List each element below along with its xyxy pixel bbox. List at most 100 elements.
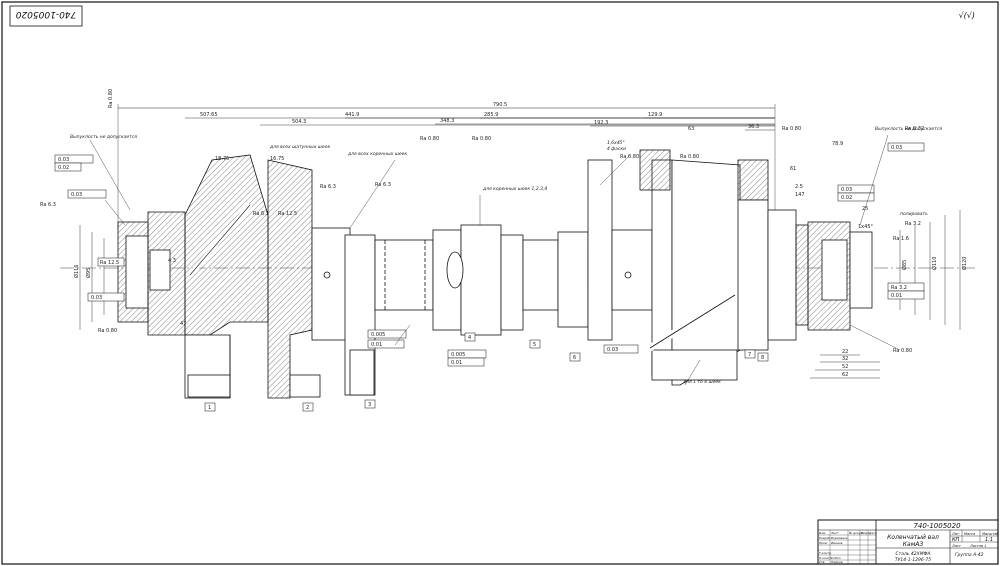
note-no-bulge-right: Выпуклость не допускается <box>875 126 942 132</box>
callout-7: 7 <box>748 352 751 358</box>
tb-mass-label: Масса <box>964 532 975 536</box>
ra-10: Ra 1.6 <box>893 236 909 242</box>
title-block <box>817 519 999 565</box>
callout-3: 3 <box>368 402 371 408</box>
note-main-journals: для всех коренных шеек <box>347 152 407 157</box>
note-four-holes: 4 фаски <box>607 146 626 152</box>
dim-overall: 790.5 <box>493 102 507 108</box>
note-main-journals-124: для коренных шеек 1,2,3,4 <box>482 186 547 192</box>
callout-6: 6 <box>573 355 576 361</box>
counterweight-1 <box>184 154 269 399</box>
dim-d9: 63 <box>688 126 694 132</box>
tb-letter-label: Лит. <box>951 532 960 536</box>
tol-11: 0.03 <box>891 145 902 151</box>
tol-8: 0.005 <box>451 352 465 358</box>
tb-row-3-role: Т.контр. <box>819 551 832 555</box>
ra-1: Ra 6.3 <box>40 202 56 208</box>
tb-sheets-label: Листов 1 <box>969 544 986 548</box>
tol-12: 0.03 <box>841 187 852 193</box>
tb-row-4-role: Н.контр. <box>819 556 832 560</box>
tb-material-2: ТУ14-1-1296-75 <box>895 557 931 563</box>
crank-web-2 <box>374 224 502 336</box>
tol-9: 0.01 <box>451 360 462 366</box>
dim-d20: 22 <box>842 349 848 355</box>
left-flange <box>117 211 186 336</box>
dim-d7: 36.3 <box>748 124 759 130</box>
tol-6: 0.005 <box>371 332 385 338</box>
crank-arm-1 <box>188 159 321 399</box>
dim-d4: 285.9 <box>484 112 498 118</box>
right-flange <box>737 199 873 351</box>
right-dimension-lines <box>810 210 961 379</box>
crank-web-3 <box>587 159 673 376</box>
note-no-bulge-left: Выпуклость не допускается <box>70 134 137 140</box>
tb-row-0-col4: Подп. <box>861 531 870 535</box>
dim-d22: 1x45° <box>858 224 874 230</box>
ra-15: Ra 6.3 <box>375 182 391 188</box>
dim-d1: 507.65 <box>200 112 218 118</box>
crank-arm-4 <box>639 149 769 386</box>
tb-row-2-name: Иванов <box>831 541 843 545</box>
tol-7: 0.01 <box>371 342 382 348</box>
dim-d29: 4.3 <box>168 258 176 264</box>
ra-16: Ra 0.80 <box>893 348 912 354</box>
dim-d16: Ø120 <box>961 257 968 270</box>
dim-d27: 2.5 <box>795 184 803 190</box>
callout-4: 4 <box>468 335 471 341</box>
dim-d3: 348.3 <box>440 118 454 124</box>
tb-row-0-role: Изм. <box>819 531 826 535</box>
dim-d15: Ø110 <box>931 257 938 270</box>
ra-7: Ra 0.80 <box>680 154 699 160</box>
note-crank-pins: для всех шатунных шеек <box>269 145 330 150</box>
tol-14: Ra 3.2 <box>891 285 907 291</box>
dim-d12: 78.9 <box>832 141 843 147</box>
tb-material-1: Сталь 42ХМФА <box>895 551 930 557</box>
main-journal-1 <box>311 227 376 396</box>
dim-d5: 192.3 <box>594 120 608 126</box>
dim-d10: 18.75 <box>215 156 229 162</box>
dim-d19: 32 <box>842 356 848 362</box>
tb-row-2-role: Пров. <box>819 541 828 545</box>
tb-row-4-name: Собол <box>831 556 841 560</box>
ra-9: Ra 0.32 <box>905 126 924 132</box>
tol-2: 0.02 <box>58 165 69 171</box>
ra-12: Ra 6.3 <box>253 211 269 217</box>
stamp-number: 740-1005020 <box>15 9 76 19</box>
tb-row-0-col2: Лист <box>830 531 839 535</box>
dim-d17: 62 <box>842 372 848 378</box>
tb-row-5-name: Пайков <box>831 560 843 564</box>
ra-4: Ra 0.80 <box>420 136 439 142</box>
ra-13: Ra 12.5 <box>278 211 297 217</box>
dim-d26: Ø95 <box>85 268 92 278</box>
tol-3: 0.03 <box>71 192 82 198</box>
tol-15: 0.01 <box>891 293 902 299</box>
callout-2: 2 <box>306 405 309 411</box>
tb-sheet-label: Лист <box>951 544 962 548</box>
dim-d14: Ø85 <box>901 260 908 270</box>
dim-d25: Ø116 <box>73 265 80 278</box>
dim-d28: 147 <box>795 192 805 198</box>
ra-11: Ra 3.2 <box>905 221 921 227</box>
note-chamfer: 1,6x45° <box>607 140 625 146</box>
general-roughness-mark: √(√) <box>959 11 975 20</box>
tb-part-name-2: КамАЗ <box>903 541 924 548</box>
main-journal-2 <box>500 231 601 331</box>
dim-d23: 25 <box>862 206 868 212</box>
tb-letter-value: КП <box>952 537 960 543</box>
tol-5: 0.03 <box>91 295 102 301</box>
tb-doc-number: 740-1005020 <box>913 522 961 530</box>
note-polished: полировать <box>900 212 928 217</box>
step-dimensions <box>185 117 775 131</box>
tolerance-boxes <box>54 142 925 367</box>
tol-1: 0.03 <box>58 157 69 163</box>
dim-d6: 129.9 <box>648 112 662 118</box>
tb-row-0-col3: № докум. <box>848 531 864 535</box>
tb-row-5-role: Утв. <box>819 560 825 564</box>
ra-5: Ra 0.80 <box>472 136 491 142</box>
dim-d8: 504.3 <box>292 119 306 125</box>
stamp-box: 740-1005020 <box>9 5 83 27</box>
callout-1: 1 <box>208 405 211 411</box>
